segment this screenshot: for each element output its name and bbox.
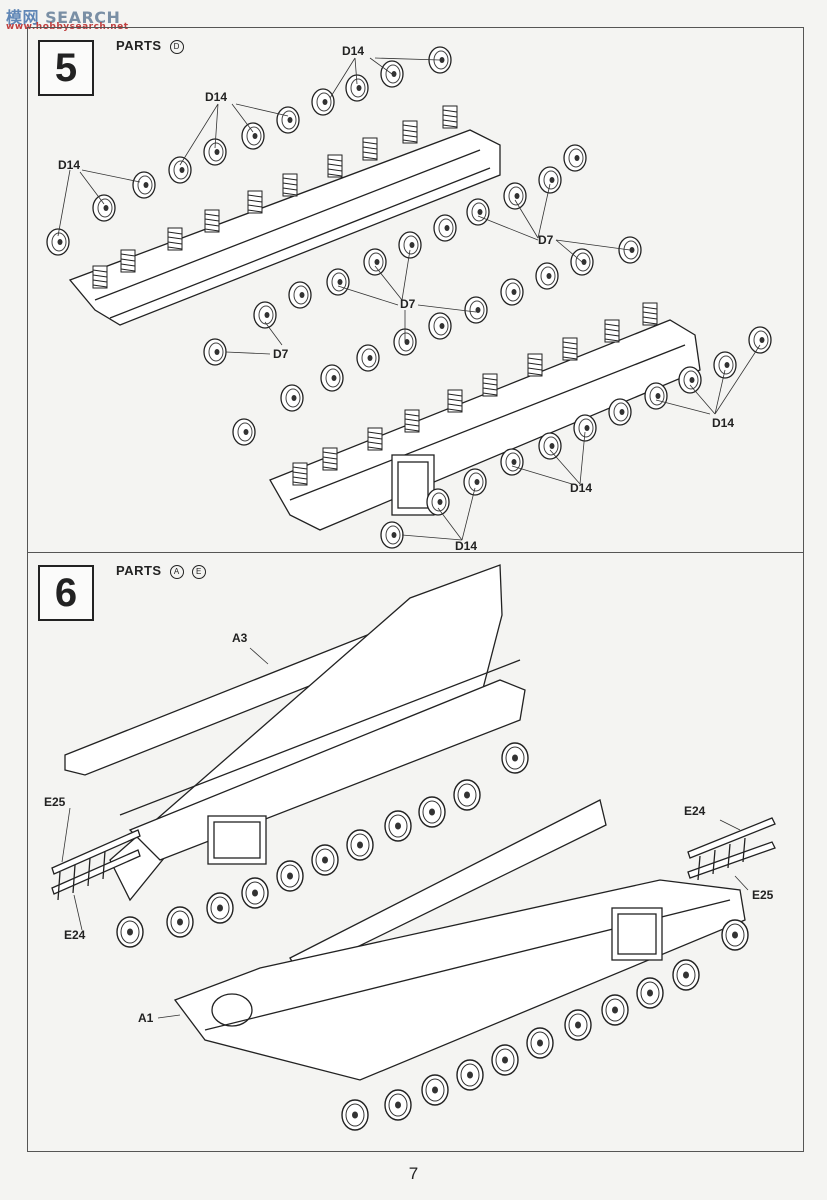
step-6-leader-lines — [61, 647, 749, 1019]
callout-e25-left: E25 — [44, 795, 66, 809]
callout-d14-lower: D14 — [570, 481, 593, 495]
callout-a1: A1 — [138, 1011, 154, 1025]
step-6-hull-side-lower — [173, 799, 746, 1081]
watermark-glyph-2: 网 — [22, 8, 40, 27]
watermark-text: SEARCH — [45, 8, 121, 27]
callout-a3: A3 — [232, 631, 248, 645]
parts-letter-e: E — [191, 565, 206, 579]
callout-d14-mid: D14 — [205, 90, 228, 104]
step-6-number: 6 — [54, 570, 78, 615]
step-5-number: 5 — [54, 45, 78, 90]
step-5-beam-right — [269, 319, 701, 531]
page-number: 7 — [408, 1164, 419, 1183]
step-6-parts-text: PARTS — [116, 563, 162, 578]
callout-d14-right: D14 — [712, 416, 735, 430]
callout-d7-right: D7 — [538, 233, 554, 247]
step-5-number-box: 5 — [38, 40, 94, 96]
parts-letter-d: D — [169, 40, 184, 54]
step-5-parts-label: PARTS D — [116, 38, 184, 54]
callout-d7-center: D7 — [400, 297, 416, 311]
callout-e24-left: E24 — [64, 928, 86, 942]
step-6-skirt-rails-left — [51, 829, 141, 901]
step-5-beam-left — [68, 129, 501, 326]
callout-e24-right: E24 — [684, 804, 706, 818]
step-6-skirt-rails-right — [687, 817, 776, 881]
step-5-leader-lines — [57, 57, 761, 541]
callout-e25-right: E25 — [752, 888, 774, 902]
callout-d7-left: D7 — [273, 347, 289, 361]
page-frame — [27, 27, 804, 1152]
step-6-number-box: 6 — [38, 565, 94, 621]
watermark-glyph-1: 模 — [6, 8, 23, 27]
parts-letter-a: A — [169, 565, 184, 579]
step-6-parts-label: PARTS A E — [116, 563, 206, 579]
step-6-hull-side-upper — [64, 564, 526, 902]
callout-d14-left: D14 — [58, 158, 81, 172]
step-divider — [27, 552, 804, 553]
step-5-parts-text: PARTS — [116, 38, 162, 53]
callout-d14-bottom: D14 — [455, 539, 478, 553]
callout-d14-top: D14 — [342, 44, 365, 58]
